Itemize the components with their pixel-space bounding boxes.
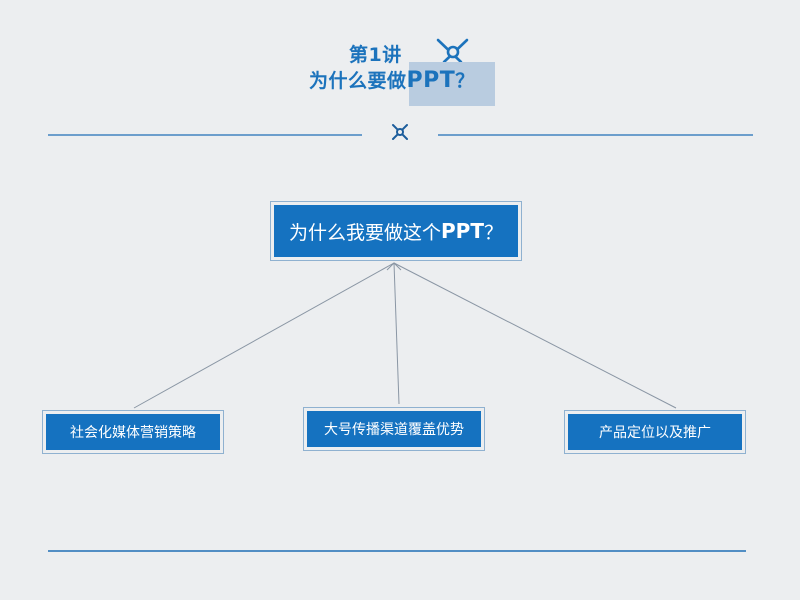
root-node-mark: ？ bbox=[483, 221, 503, 244]
connector-left bbox=[133, 262, 395, 409]
child-node-social-media: 社会化媒体营销策略 bbox=[46, 414, 220, 450]
child-node-product-positioning: 产品定位以及推广 bbox=[568, 414, 742, 450]
child-node-label: 产品定位以及推广 bbox=[599, 425, 711, 441]
connector-right bbox=[393, 262, 677, 409]
page-title: 为什么要做PPT？ bbox=[309, 66, 475, 93]
connector-arrowhead bbox=[386, 262, 402, 271]
title-prefix: 为什么要做 bbox=[309, 70, 407, 92]
connector-middle bbox=[393, 262, 400, 405]
child-node-channel-coverage: 大号传播渠道覆盖优势 bbox=[307, 411, 481, 447]
title-ppt: PPT bbox=[406, 68, 456, 93]
lecture-title: 第1讲 bbox=[349, 44, 402, 66]
root-node-prefix: 为什么我要做这个 bbox=[289, 221, 442, 244]
child-node-label: 大号传播渠道覆盖优势 bbox=[324, 422, 464, 438]
title-highlight bbox=[409, 62, 495, 106]
title-question-mark: ？ bbox=[455, 70, 475, 92]
child-node-label: 社会化媒体营销策略 bbox=[70, 425, 196, 441]
title-block: 第1讲 为什么要做PPT？ bbox=[0, 36, 800, 106]
root-node-ppt: PPT bbox=[441, 219, 484, 243]
x-node-icon bbox=[392, 124, 408, 140]
x-node-icon bbox=[436, 38, 469, 64]
